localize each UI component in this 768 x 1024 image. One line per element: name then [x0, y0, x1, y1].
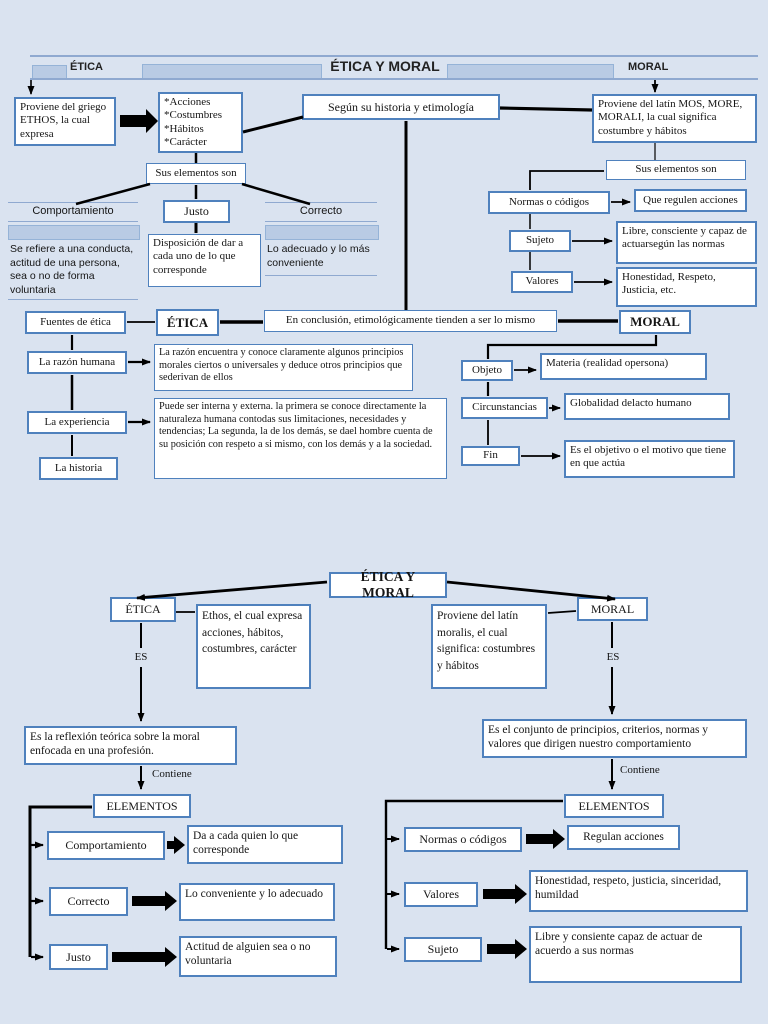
node-razon-desc: La razón encuentra y conoce claramente a…	[154, 344, 413, 391]
d2-right-item-label: Valores	[404, 882, 478, 907]
d2-left-item-label: Correcto	[49, 887, 128, 916]
header-bottom-rule	[30, 78, 758, 80]
correcto-rule-bottom	[265, 275, 377, 276]
d2-contiene-left: Contiene	[152, 768, 192, 780]
d2-elementos-left: ELEMENTOS	[93, 794, 191, 818]
comportamiento-desc: Se refiere a una conducta, actitud de un…	[10, 243, 134, 296]
node-sujeto-desc: Libre, consciente y capaz de actuarsegún…	[616, 221, 757, 264]
d2-moral-def: Es el conjunto de principios, criterios,…	[482, 719, 747, 758]
d2-right-item-desc: Honestidad, respeto, justicia, sincerida…	[529, 870, 748, 912]
node-experiencia: La experiencia	[27, 411, 127, 434]
comportamiento-rule-bottom	[8, 299, 138, 300]
node-normas-desc: Que regulen acciones	[634, 189, 747, 212]
d2-right-item-label: Normas o códigos	[404, 827, 522, 852]
d2-elementos-right: ELEMENTOS	[564, 794, 664, 818]
node-historia: La historia	[39, 457, 118, 480]
comportamiento-rule-top	[8, 202, 138, 203]
d2-ethos-desc: Ethos, el cual expresa acciones, hábitos…	[196, 604, 311, 689]
node-correcto: Correcto	[299, 205, 343, 217]
d2-right-item-desc: Libre y consiente capaz de actuar de acu…	[529, 926, 742, 983]
node-griego: Proviene del griego ETHOS, la cual expre…	[14, 97, 116, 146]
node-fuentes: Fuentes de ética	[25, 311, 126, 334]
node-segun-historia: Según su historia y etimología	[302, 94, 500, 120]
node-sus-elementos-right: Sus elementos son	[606, 160, 746, 180]
node-comportamiento: Comportamiento	[32, 205, 114, 217]
node-experiencia-desc: Puede ser interna y externa. la primera …	[154, 398, 447, 479]
node-normas: Normas o códigos	[488, 191, 610, 214]
comportamiento-rule-mid	[8, 221, 138, 222]
node-justo-desc: Disposición de dar a cada uno de lo que …	[148, 234, 261, 287]
node-etica: ÉTICA	[156, 309, 219, 336]
node-circunstancias-desc: Globalidad delacto humano	[564, 393, 730, 420]
d2-left-item-label: Justo	[49, 944, 108, 970]
header-moral-label: MORAL	[628, 61, 669, 73]
header-etica-label: ÉTICA	[70, 61, 103, 73]
node-valores-desc: Honestidad, Respeto, Justicia, etc.	[616, 267, 757, 307]
node-valores: Valores	[511, 271, 573, 293]
node-sujeto: Sujeto	[509, 230, 571, 252]
d2-node-moral: MORAL	[577, 597, 648, 621]
correcto-band	[265, 225, 379, 240]
d2-right-item-desc: Regulan acciones	[567, 825, 680, 850]
d2-es-right: ES	[606, 651, 620, 663]
node-circunstancias: Circunstancias	[461, 397, 548, 419]
node-justo: Justo	[163, 200, 230, 223]
d2-node-etica: ÉTICA	[110, 597, 176, 622]
correcto-rule-top	[265, 202, 377, 203]
node-sus-elementos-left: Sus elementos son	[146, 163, 246, 184]
node-acciones-list: *Acciones *Costumbres *Hábitos *Carácter	[158, 92, 243, 153]
correcto-desc: Lo adecuado y lo más conveniente	[267, 243, 370, 269]
d2-contiene-right: Contiene	[620, 764, 660, 776]
d2-left-item-desc: Lo conveniente y lo adecuado	[179, 883, 335, 921]
node-razon: La razón humana	[27, 351, 127, 374]
node-fin: Fin	[461, 446, 520, 466]
d2-left-item-desc: Actitud de alguien sea o no voluntaria	[179, 936, 337, 977]
node-moral: MORAL	[619, 310, 691, 334]
node-conclusion: En conclusión, etimológicamente tienden …	[264, 310, 557, 332]
d2-title: ÉTICA Y MORAL	[329, 569, 447, 600]
d2-left-item-desc: Da a cada quien lo que corresponde	[187, 825, 343, 864]
d2-es-left: ES	[134, 651, 148, 663]
header-top-rule	[30, 55, 758, 57]
comportamiento-band	[8, 225, 140, 240]
d2-right-item-label: Sujeto	[404, 937, 482, 962]
node-objeto-desc: Materia (realidad opersona)	[540, 353, 707, 380]
node-fin-desc: Es el objetivo o el motivo que tiene en …	[564, 440, 735, 478]
node-latin: Proviene del latín MOS, MORE, MORALI, la…	[592, 94, 757, 143]
correcto-rule-mid	[265, 221, 377, 222]
header-title: ÉTICA Y MORAL	[330, 58, 440, 74]
d2-left-item-label: Comportamiento	[47, 831, 165, 860]
node-objeto: Objeto	[461, 360, 513, 381]
d2-etica-def: Es la reflexión teórica sobre la moral e…	[24, 726, 237, 765]
d2-moralis-desc: Proviene del latín moralis, el cual sign…	[431, 604, 547, 689]
